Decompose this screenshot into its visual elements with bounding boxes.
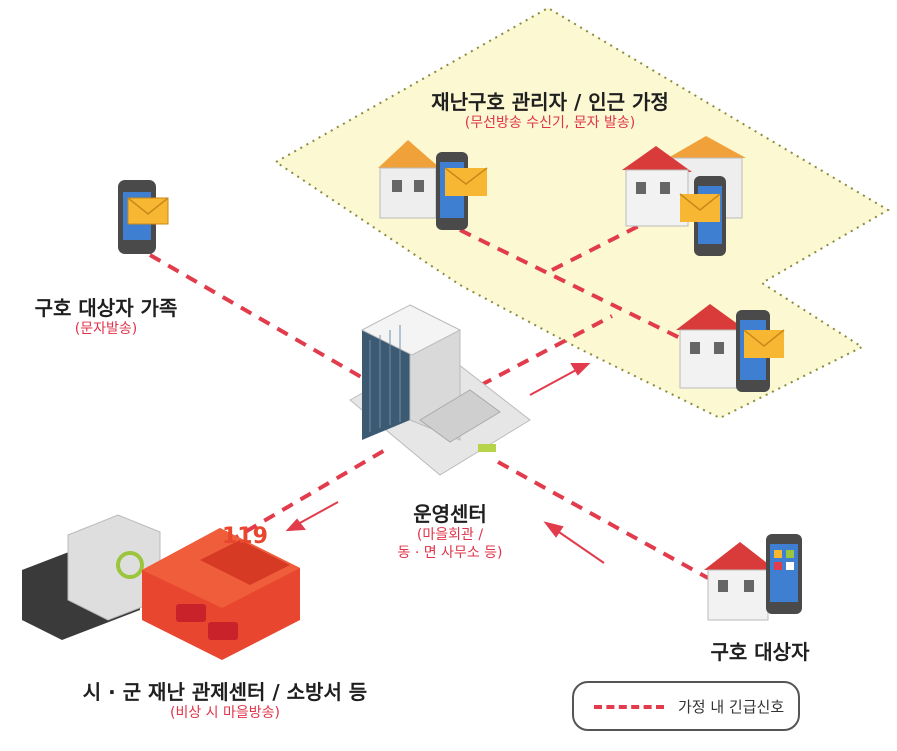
center-label-group: 운영센터 (마을회관 / 동 · 면 사무소 등) — [380, 502, 520, 562]
zone-house-2 — [622, 136, 746, 256]
legend: 가정 내 긴급신호 — [572, 681, 800, 731]
family-subtitle: (문자발송) — [74, 321, 138, 337]
zone-subtitle: (무선방송 수신기, 문자 발송) — [464, 115, 636, 131]
zone-house-3 — [676, 304, 785, 392]
neighborhood-zone — [274, 6, 890, 420]
family-label-group: 구호 대상자 가족 (문자발송) — [6, 296, 206, 338]
target-house — [704, 534, 802, 621]
signal-line-zone-main — [461, 314, 613, 397]
signal-line-zone-house1 — [459, 228, 726, 362]
zone-title-group: 재난구호 관리자 / 인근 가정 (무선방송 수신기, 문자 발송) — [420, 90, 680, 132]
family-phone — [118, 180, 169, 254]
family-title: 구호 대상자 가족 — [34, 296, 178, 320]
center-title: 운영센터 — [413, 502, 487, 526]
center-subtitle-2: 동 · 면 사무소 등) — [397, 545, 503, 561]
target-title: 구호 대상자 — [710, 640, 810, 664]
zone-house-1 — [378, 140, 488, 230]
fire-station-building — [22, 514, 300, 660]
fire-label-group: 시 · 군 재난 관제센터 / 소방서 등 (비상 시 마을방송) — [60, 680, 390, 722]
fire-title: 시 · 군 재난 관제센터 / 소방서 등 — [82, 680, 368, 704]
signal-line-family — [148, 253, 377, 387]
fire-subtitle: (비상 시 마을방송) — [170, 705, 280, 721]
legend-label: 가정 내 긴급신호 — [678, 698, 785, 716]
fire-sign: 119 — [222, 524, 268, 549]
target-label-group: 구호 대상자 — [680, 640, 840, 664]
arrow-to-center — [555, 529, 605, 564]
arrow-to-fire — [297, 501, 339, 525]
signal-line-target — [497, 460, 709, 580]
operation-center-building — [349, 304, 531, 476]
arrows — [285, 363, 605, 564]
signal-line-fire — [226, 448, 387, 544]
center-subtitle-1: (마을회관 / — [416, 527, 484, 543]
legend-dash-line — [594, 705, 664, 709]
arrow-to-zone — [529, 368, 579, 396]
zone-title: 재난구호 관리자 / 인근 가정 — [431, 90, 669, 114]
envelope-icon — [127, 197, 169, 225]
